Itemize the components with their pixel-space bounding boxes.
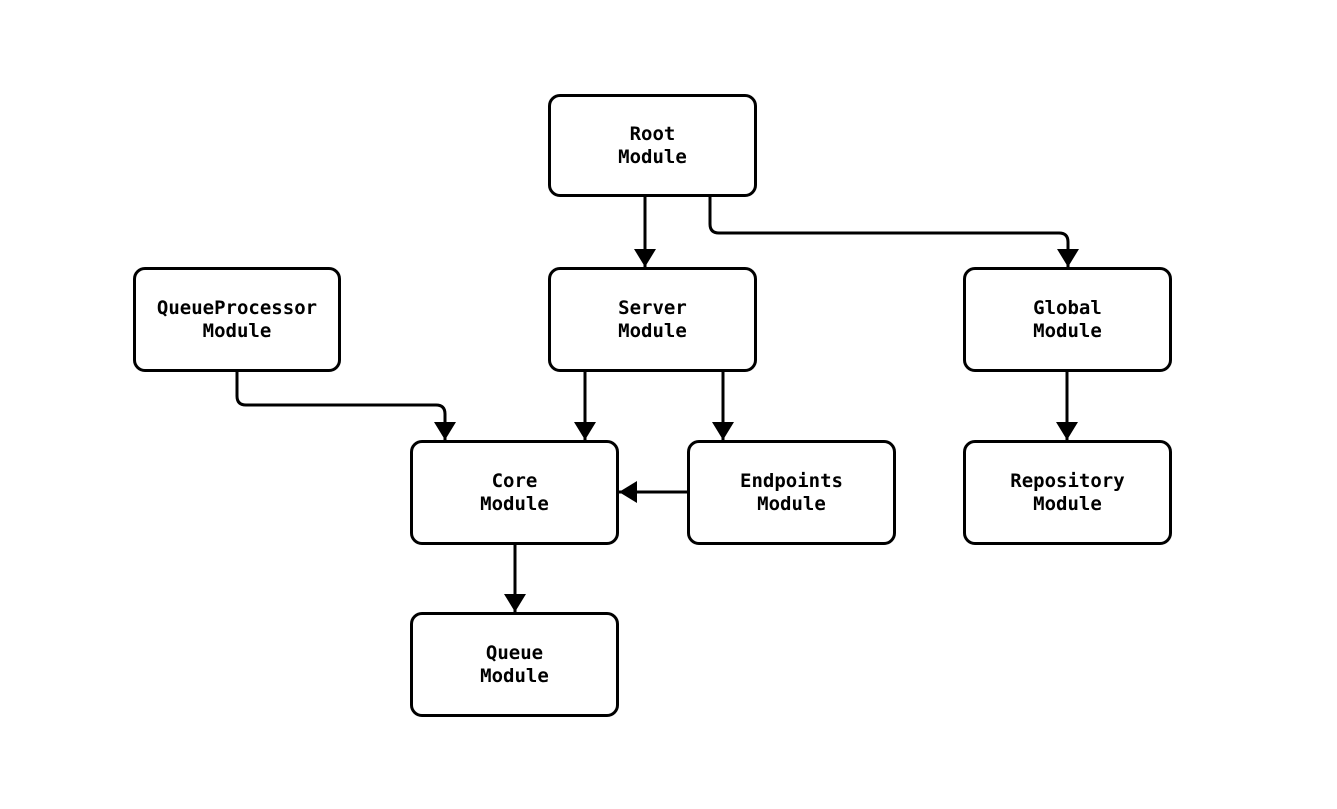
node-label-line: QueueProcessor [156,296,318,319]
node-label-line: Core [491,469,538,492]
node-label-line: Global [1033,296,1102,319]
node-label-line: Module [1033,319,1102,342]
node-label-line: Root [629,122,676,145]
node-label-line: Queue [485,641,544,664]
node-label-line: Module [202,319,272,342]
node-label-line: Module [1033,492,1102,515]
node-label-line: Module [757,492,826,515]
node-label-line: Server [618,296,687,319]
node-label-line: Module [618,319,687,342]
node-label-line: Module [480,664,549,687]
node-label-line: Endpoints [740,469,843,492]
edge-queueprocessor-to-core [235,372,456,440]
node-label-line: Module [618,145,687,168]
edges-group [235,197,1079,612]
node-label-line: Module [480,492,549,515]
node-label-line: Repository [1010,469,1125,492]
edge-root-to-global [708,197,1079,267]
